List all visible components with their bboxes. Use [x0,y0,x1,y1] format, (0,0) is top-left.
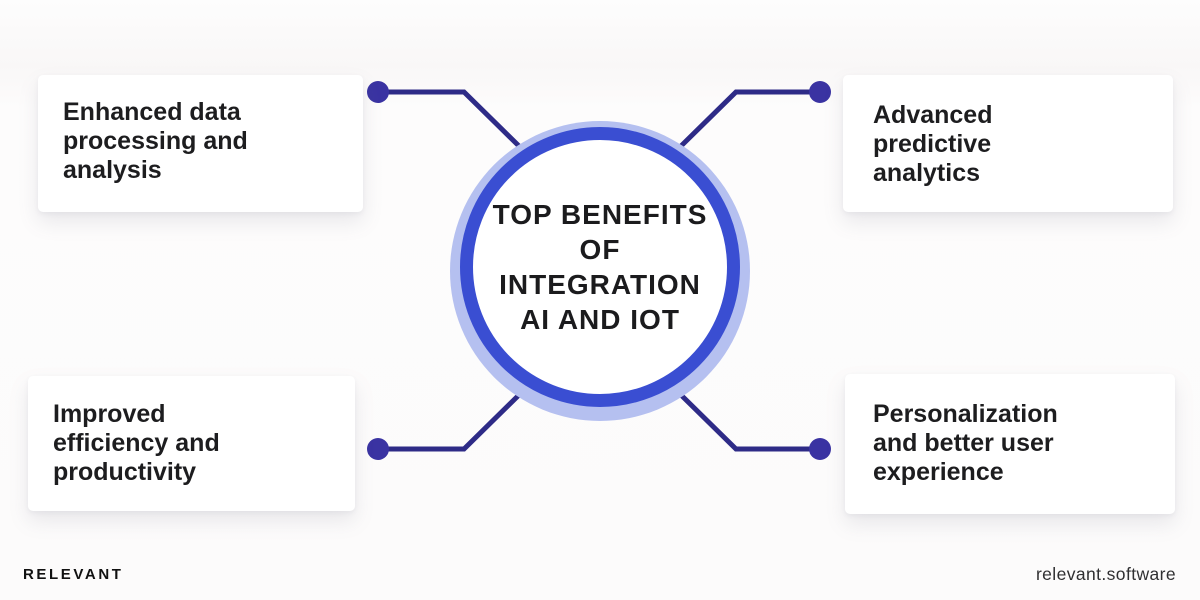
benefit-text-line: experience [873,458,1004,486]
connector-dot-top-left [367,81,389,103]
center-title-line: AI AND IOT [520,304,680,335]
benefit-card-advanced-predictive-analytics: Advanced predictive analytics [843,75,1173,212]
center-title-line: OF [579,234,621,265]
benefit-text-line: and better user [873,429,1054,457]
connector-dot-bottom-right [809,438,831,460]
connector-dot-top-right [809,81,831,103]
center-title-line: TOP BENEFITS [492,199,708,230]
brand-logo-relevant: RELEVANT [23,566,124,583]
connector-top-left [378,89,523,150]
benefit-text-line: Enhanced data [63,98,241,126]
center-title: TOP BENEFITS OF INTEGRATION AI AND IOT [493,197,708,337]
connector-top-right [677,89,820,150]
benefit-text-line: Personalization [873,400,1058,428]
benefit-text-line: analytics [873,159,981,187]
connector-bottom-right [677,391,820,452]
benefit-text-line: analysis [63,156,162,184]
center-circle: TOP BENEFITS OF INTEGRATION AI AND IOT [460,127,740,407]
benefit-text-line: Improved [53,400,166,428]
benefit-text-line: efficiency and [53,429,220,457]
connector-bottom-left [378,391,523,452]
benefit-card-enhanced-data-processing: Enhanced data processing and analysis [38,75,363,212]
benefit-text-line: processing and [63,127,248,155]
connector-dot-bottom-left [367,438,389,460]
benefit-text-line: Advanced [873,101,993,129]
center-title-line: INTEGRATION [499,269,701,300]
benefit-text-line: productivity [53,458,197,486]
website-url: relevant.software [1035,564,1176,584]
benefit-card-improved-efficiency: Improved efficiency and productivity [28,376,355,511]
benefit-card-personalization-ux: Personalization and better user experien… [845,374,1175,514]
benefit-text-line: predictive [873,130,992,158]
